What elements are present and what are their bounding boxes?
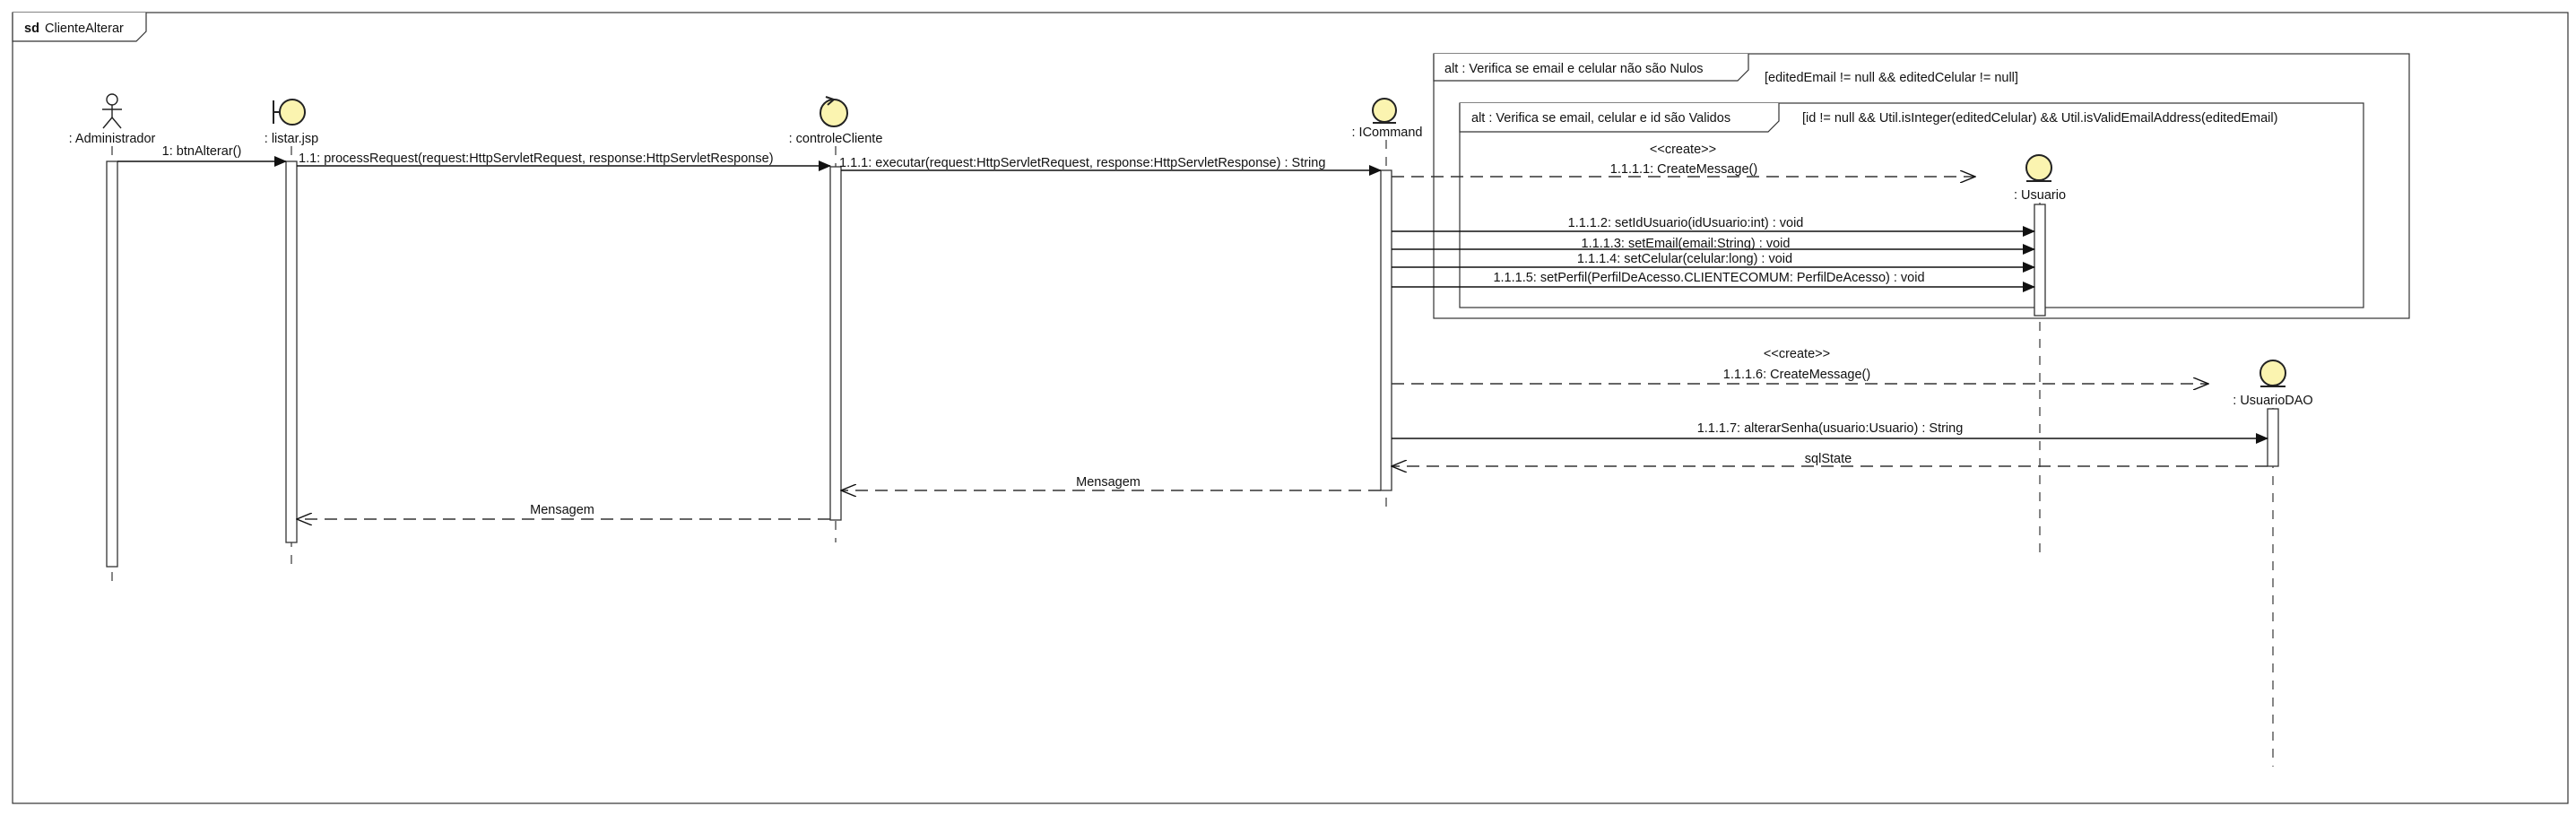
activation-controle (829, 166, 842, 521)
message-stereotype-create-usuario: <<create>> (1650, 143, 1716, 157)
alt-fragment-inner-guard: [id != null && Util.isInteger(editedCelu… (1802, 111, 2277, 126)
lifeline-label-icommand: : ICommand (1352, 126, 1423, 140)
entity-icon (2025, 154, 2052, 182)
alt-fragment-outer-tab (1433, 54, 1749, 82)
message-label-create-usuariodao: 1.1.1.6: CreateMessage() (1723, 368, 1870, 382)
activation-listar (285, 160, 298, 543)
activation-icommand (1380, 169, 1392, 491)
entity-icon (1372, 98, 1397, 124)
activation-usuario (2034, 204, 2046, 316)
lifeline-label-controle: : controleCliente (789, 132, 883, 146)
lifeline-label-usuariodao: : UsuarioDAO (2233, 394, 2312, 408)
lifeline-label-usuario: : Usuario (2014, 188, 2066, 203)
activation-administrador (106, 160, 118, 568)
stick-figure-icon (102, 93, 122, 129)
alt-fragment-outer (1433, 53, 2410, 319)
alt-fragment-inner-tab (1459, 103, 1780, 133)
message-label-setcelular: 1.1.1.4: setCelular(celular:long) : void (1577, 252, 1792, 266)
message-stereotype-create-usuariodao: <<create>> (1764, 347, 1830, 361)
message-label-alterarsenha: 1.1.1.7: alterarSenha(usuario:Usuario) :… (1697, 421, 1964, 436)
message-label-setemail: 1.1.1.3: setEmail(email:String) : void (1582, 237, 1791, 251)
message-label-create-usuario: 1.1.1.1: CreateMessage() (1610, 162, 1757, 177)
alt-fragment-inner-label: alt : Verifica se email, celular e id sã… (1471, 111, 1730, 126)
return-label-mensagem-listar: Mensagem (530, 503, 594, 517)
boundary-icon (273, 99, 306, 126)
message-label-setidusuario: 1.1.1.2: setIdUsuario(idUsuario:int) : v… (1568, 216, 1804, 230)
alt-fragment-outer-label: alt : Verifica se email e celular não sã… (1444, 62, 1704, 76)
return-label-mensagem-controle: Mensagem (1076, 475, 1141, 490)
sd-frame-tab (12, 13, 147, 42)
message-label-btnalterar: 1: btnAlterar() (162, 144, 242, 159)
return-label-sqlstate: sqlState (1805, 452, 1852, 466)
control-icon (820, 96, 848, 127)
message-label-processrequest: 1.1: processRequest(request:HttpServletR… (299, 152, 774, 166)
sd-frame-name: ClienteAlterar (45, 22, 124, 36)
message-label-setperfil: 1.1.1.5: setPerfil(PerfilDeAcesso.CLIENT… (1493, 271, 1924, 285)
activation-usuariodao (2267, 408, 2279, 467)
lifeline-label-listar: : listar.jsp (265, 132, 318, 146)
alt-fragment-inner (1459, 102, 2364, 308)
alt-fragment-outer-guard: [editedEmail != null && editedCelular !=… (1765, 71, 2018, 85)
sd-keyword: sd (24, 22, 39, 36)
lifeline-label-administrador: : Administrador (69, 132, 156, 146)
sd-frame (12, 12, 2569, 804)
message-label-executar: 1.1.1: executar(request:HttpServletReque… (839, 156, 1325, 170)
entity-icon (2259, 360, 2286, 387)
